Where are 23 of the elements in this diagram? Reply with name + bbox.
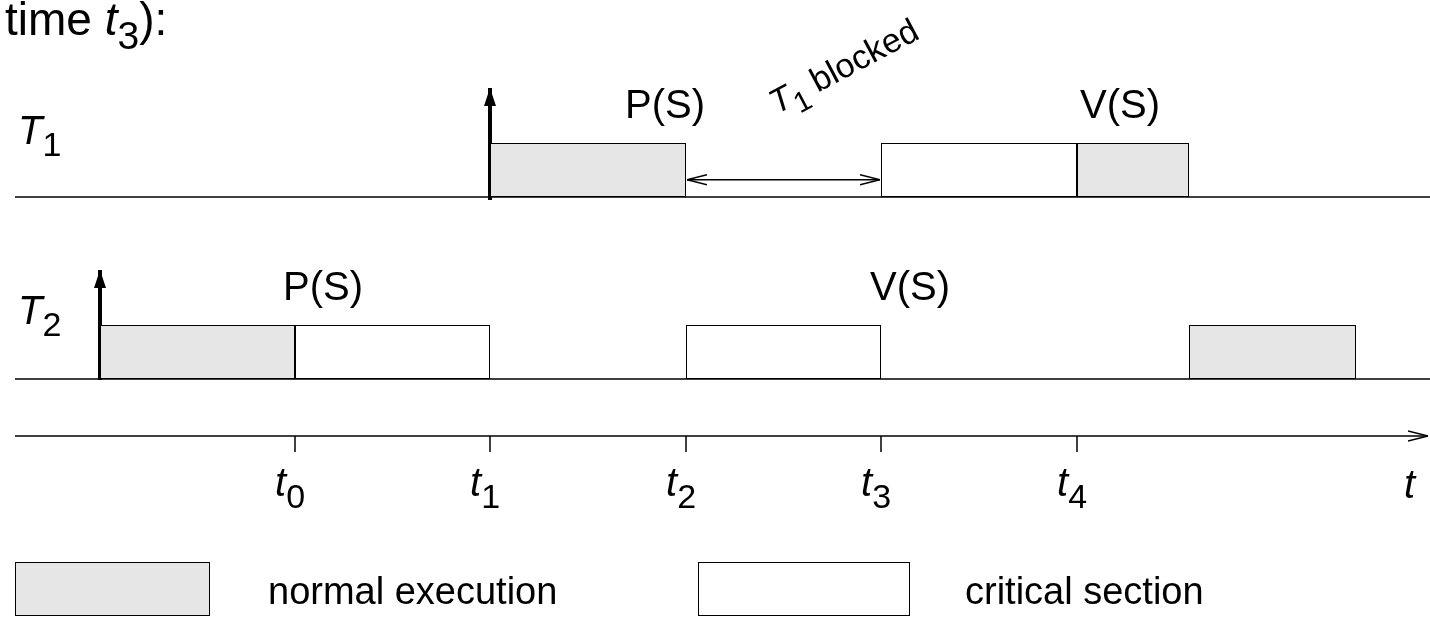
double-arrow xyxy=(686,173,881,186)
caption-text: time t$_{3}$): xyxy=(5,0,168,55)
semaphore-operation: P(S) xyxy=(625,84,705,124)
semaphore-operation: V(S) xyxy=(1080,84,1160,124)
task-block xyxy=(881,143,1077,197)
legend-text: normal execution xyxy=(268,572,558,610)
time-label: t$_{4}$ xyxy=(1057,462,1088,513)
time-label: t$_{2}$ xyxy=(666,462,697,513)
task-block xyxy=(490,143,686,197)
task-block xyxy=(1189,325,1356,379)
task-name: T$_{1}$ xyxy=(18,110,62,161)
task-block xyxy=(295,325,490,379)
time-label: t xyxy=(1404,464,1416,504)
task-block xyxy=(1077,143,1189,197)
legend-text: critical section xyxy=(965,572,1204,610)
semaphore-operation: V(S) xyxy=(870,266,950,306)
time-label: t$_{1}$ xyxy=(470,462,501,513)
task-block xyxy=(100,325,295,379)
semaphore-operation: P(S) xyxy=(283,266,363,306)
task-block xyxy=(686,325,881,379)
time-label: t$_{0}$ xyxy=(275,462,306,513)
task-name: T$_{2}$ xyxy=(18,290,62,341)
time-label: t$_{3}$ xyxy=(861,462,892,513)
